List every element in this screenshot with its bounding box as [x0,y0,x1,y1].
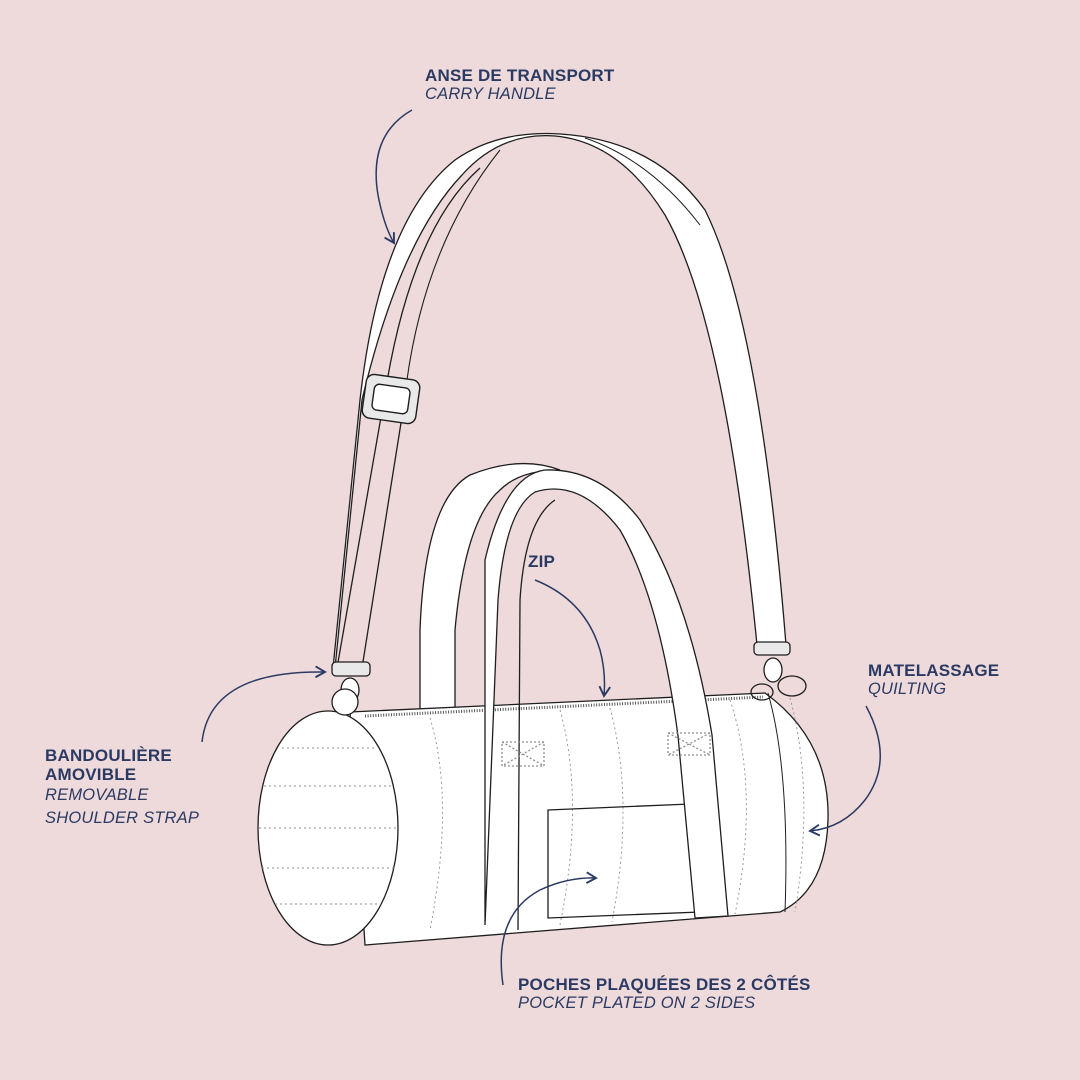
zip-label-fr: ZIP [528,552,556,571]
bag-body [257,462,829,946]
quilting-label-en: QUILTING [868,680,947,699]
shoulder-strap-label-fr-1: BANDOULIÈRE [45,746,172,765]
quilting-label: MATELASSAGE QUILTING [868,661,999,699]
carry-handle-arrow [375,109,413,245]
adjuster-buckle-icon [361,373,421,425]
shoulder-strap-label-fr-2: AMOVIBLE [45,765,137,785]
quilting-label-fr: MATELASSAGE [868,661,1000,680]
carry-handle-label-fr: ANSE DE TRANSPORT [425,66,615,85]
swivel-clasp-icon [331,641,791,716]
pocket-label-en: POCKET PLATED ON 2 SIDES [518,994,756,1013]
pocket-arrow [500,871,598,986]
shoulder-strap-label-en-2: SHOULDER STRAP [45,809,200,828]
carry-handle-label-en: CARRY HANDLE [425,85,556,104]
arrow-icon [201,109,881,986]
shoulder-strap-label: BANDOULIÈRE AMOVIBLE REMOVABLE SHOULDER … [45,746,199,831]
shoulder-strap-arrow [201,665,327,743]
pocket-label: POCHES PLAQUÉES DES 2 CÔTÉS POCKET PLATE… [518,975,811,1013]
quilting-arrow [808,705,881,837]
pocket-label-fr: POCHES PLAQUÉES DES 2 CÔTÉS [518,975,811,994]
zip-arrow [534,579,611,698]
zip-label: ZIP [528,552,555,571]
shoulder-strap-label-en-1: REMOVABLE [45,786,149,805]
carry-handle-label: ANSE DE TRANSPORT CARRY HANDLE [425,66,614,104]
d-ring-icon [750,675,807,701]
